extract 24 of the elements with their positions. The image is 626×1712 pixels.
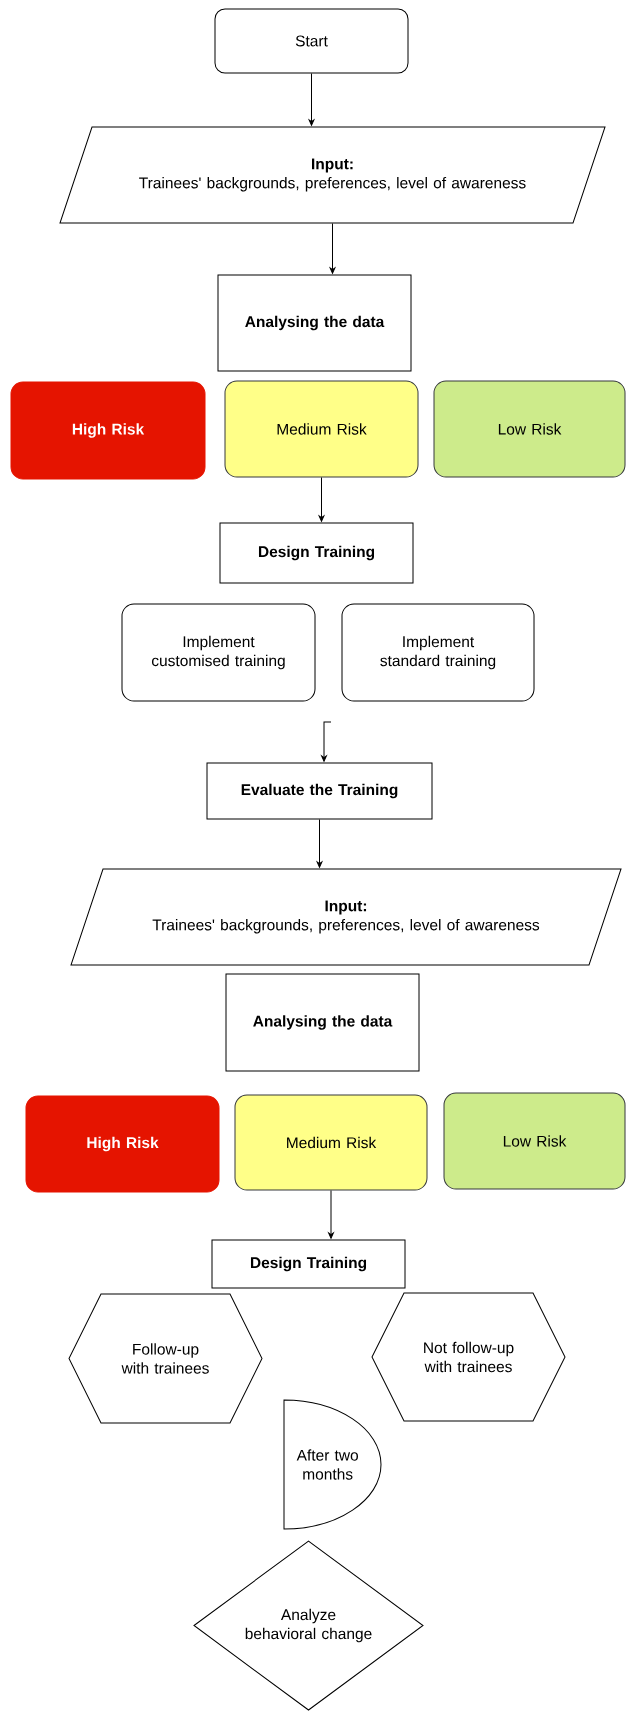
input-parallelogram: Input: Trainees' backgrounds, preferences, level of awareness bbox=[59, 126, 606, 224]
preparation-hexagon: Not follow-up with trainees bbox=[371, 1292, 566, 1422]
arrow bbox=[328, 1190, 334, 1239]
risk-box: High Risk bbox=[25, 1095, 220, 1193]
arrow bbox=[329, 223, 336, 274]
risk-box: Medium Risk bbox=[234, 1094, 428, 1191]
process-box: Design Training bbox=[211, 1239, 406, 1289]
arrow bbox=[318, 477, 325, 522]
process-box: Analysing the data bbox=[217, 274, 412, 372]
process-box: Evaluate the Training bbox=[206, 762, 433, 820]
input-parallelogram: Input: Trainees' backgrounds, preferences, level of awareness bbox=[70, 868, 622, 966]
process-box: Analysing the data bbox=[225, 973, 420, 1072]
process-box: Design Training bbox=[219, 522, 414, 584]
risk-box: Medium Risk bbox=[224, 380, 419, 478]
arrow bbox=[308, 73, 315, 126]
arrow bbox=[321, 721, 332, 762]
risk-box: High Risk bbox=[10, 381, 206, 480]
arrow bbox=[316, 819, 323, 868]
preparation-hexagon: Follow-up with trainees bbox=[68, 1293, 263, 1424]
process-box: Implement customised training bbox=[121, 603, 316, 702]
risk-box: Low Risk bbox=[433, 380, 626, 478]
process-box: Implement standard training bbox=[341, 603, 535, 702]
start-box: Start bbox=[214, 8, 409, 74]
risk-box: Low Risk bbox=[443, 1092, 626, 1190]
